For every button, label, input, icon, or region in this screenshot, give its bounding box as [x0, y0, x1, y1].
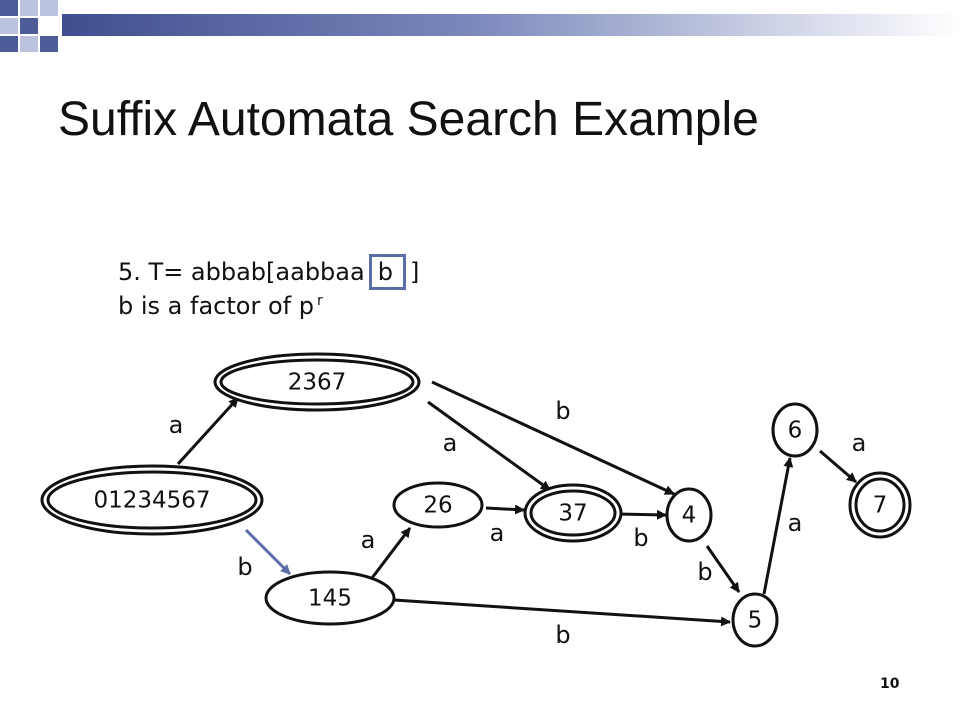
- state-ellipse: [665, 487, 713, 543]
- state-ellipse: [264, 570, 396, 626]
- transition-s1-s4: [427, 400, 551, 492]
- state-ellipse: [771, 402, 819, 458]
- state-node-s8: 7: [848, 471, 912, 539]
- transition-s2-s6: [393, 598, 731, 627]
- state-label: 6: [788, 418, 803, 444]
- transition-s5-s6: [705, 545, 741, 593]
- transition-label: b: [697, 558, 712, 586]
- state-node-s2: 145: [264, 570, 396, 626]
- state-node-s6: 5: [731, 592, 779, 648]
- state-label: 2367: [288, 370, 347, 396]
- transition-s2-s3: [370, 527, 412, 579]
- text-prefix: 5. T= abbab[aabbaa: [118, 258, 365, 286]
- transition-label: a: [443, 429, 458, 457]
- factor-statement: b is a factor of p: [118, 292, 314, 320]
- transition-s0-s1: [176, 396, 240, 466]
- state-ellipse: [392, 481, 484, 529]
- state-label: 5: [748, 608, 763, 634]
- state-ellipse: [854, 477, 906, 533]
- state-node-s7: 6: [771, 402, 819, 458]
- state-ellipse: [219, 358, 415, 406]
- transition-label: b: [555, 397, 570, 425]
- state-label: 145: [308, 586, 352, 612]
- transition-label: a: [852, 429, 867, 457]
- state-node-s1: 2367: [213, 352, 421, 412]
- transition-label: a: [169, 411, 184, 439]
- slide-title: Suffix Automata Search Example: [58, 93, 759, 146]
- transition-label: a: [788, 509, 803, 537]
- deco-square: [0, 0, 18, 16]
- deco-square: [40, 0, 58, 16]
- state-label: 26: [423, 493, 452, 519]
- superscript-r: r: [316, 293, 323, 309]
- state-node-s5: 4: [665, 487, 713, 543]
- highlighted-char: b: [368, 254, 406, 290]
- transition-s0-s2: [244, 528, 292, 576]
- deco-square: [0, 18, 18, 34]
- transition-s3-s4: [485, 504, 525, 515]
- transition-label: b: [237, 553, 252, 581]
- deco-square: [20, 18, 38, 34]
- transition-label: a: [490, 519, 505, 547]
- state-node-s3: 26: [392, 481, 484, 529]
- transition-s1-s5: [431, 380, 675, 496]
- state-label: 01234567: [93, 488, 210, 514]
- transition-label: b: [633, 524, 648, 552]
- state-label: 37: [558, 501, 587, 527]
- text-suffix: ]: [409, 258, 420, 286]
- state-label: 4: [682, 503, 697, 529]
- state-node-s4: 37: [523, 483, 623, 543]
- transition-label: b: [555, 621, 570, 649]
- state-label: 7: [873, 493, 888, 519]
- header-gradient-bar: [62, 14, 960, 36]
- deco-square: [0, 36, 18, 52]
- state-node-s0: 01234567: [40, 464, 264, 536]
- state-ellipse: [731, 592, 779, 648]
- deco-square: [20, 0, 38, 16]
- deco-square: [20, 36, 38, 52]
- transition-s4-s5: [616, 509, 667, 520]
- transition-s7-s8: [819, 449, 857, 484]
- transition-label: a: [361, 526, 376, 554]
- deco-square: [40, 36, 58, 52]
- page-number: 10: [880, 676, 900, 692]
- transition-s6-s7: [762, 457, 794, 595]
- state-ellipse: [529, 489, 617, 537]
- state-ellipse: [46, 470, 258, 530]
